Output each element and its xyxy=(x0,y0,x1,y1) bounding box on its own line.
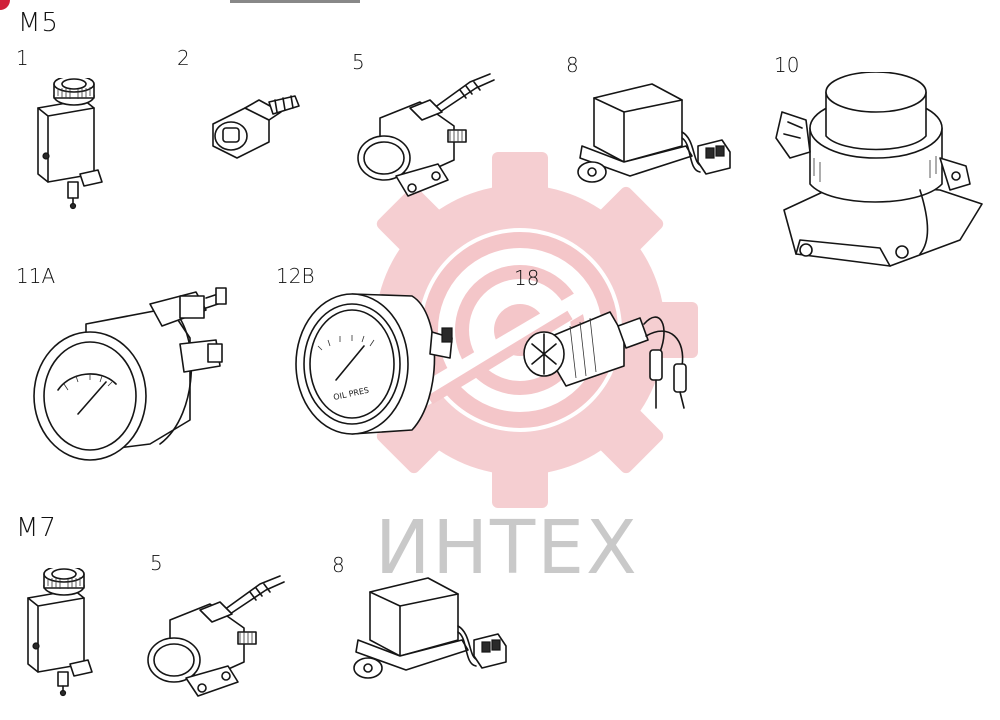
part-number-11a: 11A xyxy=(16,264,56,288)
part-number-m7-5: 5 xyxy=(150,551,163,575)
part-number-5: 5 xyxy=(352,50,365,74)
pressure-sender-icon xyxy=(523,311,687,409)
relay-box-icon xyxy=(353,577,507,679)
top-divider xyxy=(230,0,360,3)
socket-connector-icon xyxy=(212,95,300,159)
oil-pressure-gauge-icon: OIL PRES xyxy=(295,293,453,435)
battery-switch-icon xyxy=(775,72,983,267)
round-gauge-icon xyxy=(33,287,227,461)
watermark-text: ИНТЕХ xyxy=(375,505,639,591)
part-number-18: 18 xyxy=(514,266,540,290)
relay-box-icon xyxy=(577,83,731,183)
ignition-switch-icon xyxy=(37,78,103,210)
section-label-m5: M5 xyxy=(18,8,59,38)
part-number-1: 1 xyxy=(16,46,29,70)
part-number-8: 8 xyxy=(566,53,579,77)
part-number-10: 10 xyxy=(774,53,800,77)
part-number-12b: 12B xyxy=(276,264,315,288)
part-number-m7-8: 8 xyxy=(332,553,345,577)
ignition-switch-icon xyxy=(27,568,93,697)
section-label-m7: M7 xyxy=(16,513,57,543)
starter-solenoid-icon xyxy=(147,575,285,697)
corner-badge xyxy=(0,0,10,10)
part-number-2: 2 xyxy=(177,46,190,70)
starter-solenoid-icon xyxy=(357,73,495,197)
